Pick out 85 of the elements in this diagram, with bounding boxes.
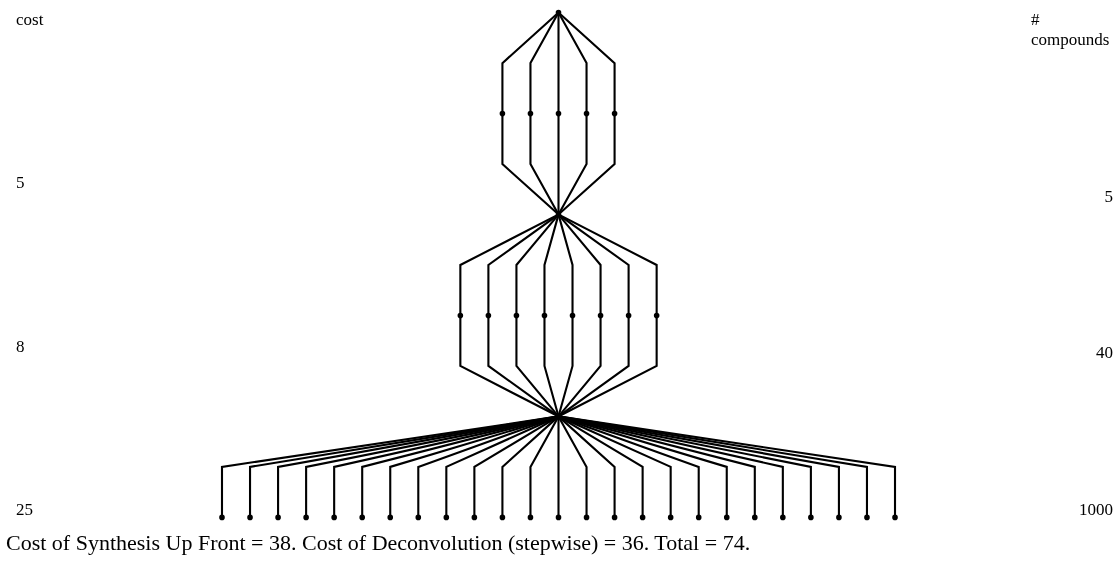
connector (557, 417, 560, 516)
node-circle (541, 312, 548, 319)
connector (473, 416, 558, 516)
node-circle (303, 514, 309, 521)
connector (501, 12, 559, 113)
node-circle (555, 514, 562, 521)
node-circle (527, 110, 534, 117)
connector (501, 416, 559, 516)
node-circle (695, 514, 702, 521)
node-circle (499, 514, 506, 521)
node-circle (513, 312, 520, 319)
node-circle (639, 514, 646, 521)
row-value: 5 (16, 173, 25, 194)
node-circle (387, 514, 394, 521)
node-circle (723, 514, 730, 521)
axis-heading: cost (16, 10, 44, 30)
connector (558, 416, 616, 516)
connector (557, 114, 560, 214)
connector (557, 215, 574, 315)
node-circle (864, 514, 870, 521)
connector (558, 214, 602, 315)
connector (445, 416, 558, 516)
connector (529, 114, 559, 214)
connector (529, 417, 559, 516)
node-circle (415, 514, 422, 521)
node-circle (752, 514, 758, 521)
connector (515, 214, 559, 315)
node-circle (836, 514, 842, 521)
node-circle (780, 514, 786, 521)
caption: Cost of Synthesis Up Front = 38. Cost of Deconvolution (stepwise) = 36. Total = 74. (5, 530, 752, 556)
connector (559, 416, 644, 516)
node-circle (485, 312, 492, 319)
node-circle (611, 110, 618, 117)
node-circle (611, 514, 618, 521)
node-circle (331, 514, 337, 521)
node-circle (555, 211, 562, 218)
row-value: 1000 (1079, 499, 1113, 520)
connector (559, 416, 672, 516)
node-circle (457, 312, 464, 319)
connector (487, 316, 558, 417)
connector (559, 316, 630, 417)
connector (557, 14, 560, 113)
node-circle (219, 514, 225, 521)
row-value: 5 (1104, 186, 1113, 207)
connector (529, 13, 559, 113)
connector (559, 316, 658, 417)
connector (558, 417, 588, 516)
node-circle (583, 514, 590, 521)
node-circle (499, 110, 506, 117)
row-value: 25 (16, 500, 33, 520)
connector (515, 316, 559, 417)
connector (543, 316, 560, 416)
row-value: 40 (1096, 343, 1113, 364)
node-circle (247, 514, 253, 521)
connector (559, 214, 658, 315)
connector (459, 214, 558, 315)
connector (557, 316, 574, 416)
connector (558, 114, 616, 215)
connector (558, 316, 602, 417)
node-circle (808, 514, 814, 521)
node-circle (625, 312, 632, 319)
node-circle (471, 514, 478, 521)
node-circle (597, 312, 604, 319)
node-circle (667, 514, 674, 521)
node-circle (555, 110, 562, 117)
node-circle (892, 514, 898, 521)
connector (543, 215, 560, 315)
node-circle (555, 413, 562, 420)
node-circle (583, 110, 590, 117)
node-circle (527, 514, 534, 521)
node-circle (569, 312, 576, 319)
connector (459, 316, 558, 417)
node-circle (443, 514, 450, 521)
node-circle (653, 312, 660, 319)
connector (558, 13, 588, 113)
axis-heading: # compounds (1031, 10, 1111, 50)
node-circle (275, 514, 281, 521)
node-circle (555, 9, 562, 16)
connector (559, 214, 630, 315)
connector (487, 214, 558, 315)
connector (558, 114, 588, 214)
row-value: 8 (16, 336, 25, 357)
node-circle (359, 514, 365, 521)
connector (501, 114, 559, 215)
connector (558, 12, 616, 113)
